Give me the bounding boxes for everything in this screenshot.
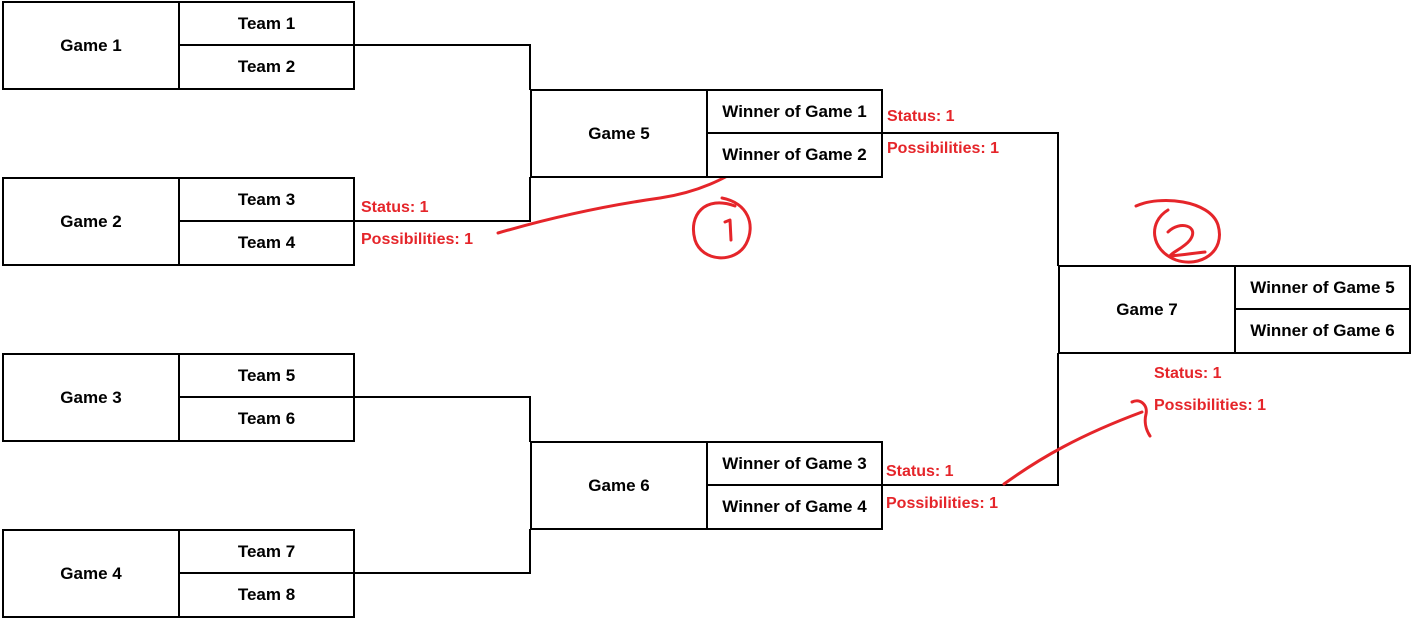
game-6-team-1: Winner of Game 3 (706, 441, 883, 486)
game-4-team-2: Team 8 (178, 572, 355, 618)
game-2-status-note: Status: 1 (361, 199, 429, 216)
arrow-2 (1002, 410, 1144, 486)
digit-2 (1166, 224, 1207, 258)
digit-1 (723, 218, 733, 242)
game-3-box: Game 3 (2, 353, 180, 442)
game-3-team-1: Team 5 (178, 353, 355, 398)
game-2-team-2: Team 4 (178, 220, 355, 266)
arrow-1 (496, 164, 747, 235)
connector-g4-g6 (354, 529, 531, 574)
game-6-possibilities-note: Possibilities: 1 (886, 495, 999, 512)
game-5-team-1: Winner of Game 1 (706, 89, 883, 134)
game-7-box: Game 7 (1058, 265, 1236, 354)
game-4-box: Game 4 (2, 529, 180, 618)
connector-g1-g5 (354, 44, 531, 90)
game-5-box: Game 5 (530, 89, 708, 178)
arrow-2-head (1130, 399, 1152, 438)
game-6-box: Game 6 (530, 441, 708, 530)
game-5-status-note: Status: 1 (887, 108, 955, 125)
circled-2 (1134, 199, 1221, 264)
game-1-box: Game 1 (2, 1, 180, 90)
circled-1 (692, 196, 752, 260)
game-5-team-2: Winner of Game 2 (706, 132, 883, 178)
connector-g6-g7 (882, 353, 1059, 486)
game-7-status-note: Status: 1 (1154, 365, 1222, 382)
game-5-possibilities-note: Possibilities: 1 (887, 140, 1000, 157)
game-2-possibilities-note: Possibilities: 1 (361, 231, 474, 248)
game-1-team-2: Team 2 (178, 44, 355, 90)
game-3-team-2: Team 6 (178, 396, 355, 442)
game-2-box: Game 2 (2, 177, 180, 266)
game-6-team-2: Winner of Game 4 (706, 484, 883, 530)
connector-g3-g6 (354, 396, 531, 442)
game-7-team-2: Winner of Game 6 (1234, 308, 1411, 354)
game-6-status-note: Status: 1 (886, 463, 954, 480)
connector-g5-g7 (882, 132, 1059, 266)
game-7-team-1: Winner of Game 5 (1234, 265, 1411, 310)
game-7-possibilities-note: Possibilities: 1 (1154, 397, 1267, 414)
game-1-team-1: Team 1 (178, 1, 355, 46)
connector-g2-g5 (354, 177, 531, 222)
game-2-team-1: Team 3 (178, 177, 355, 222)
game-4-team-1: Team 7 (178, 529, 355, 574)
